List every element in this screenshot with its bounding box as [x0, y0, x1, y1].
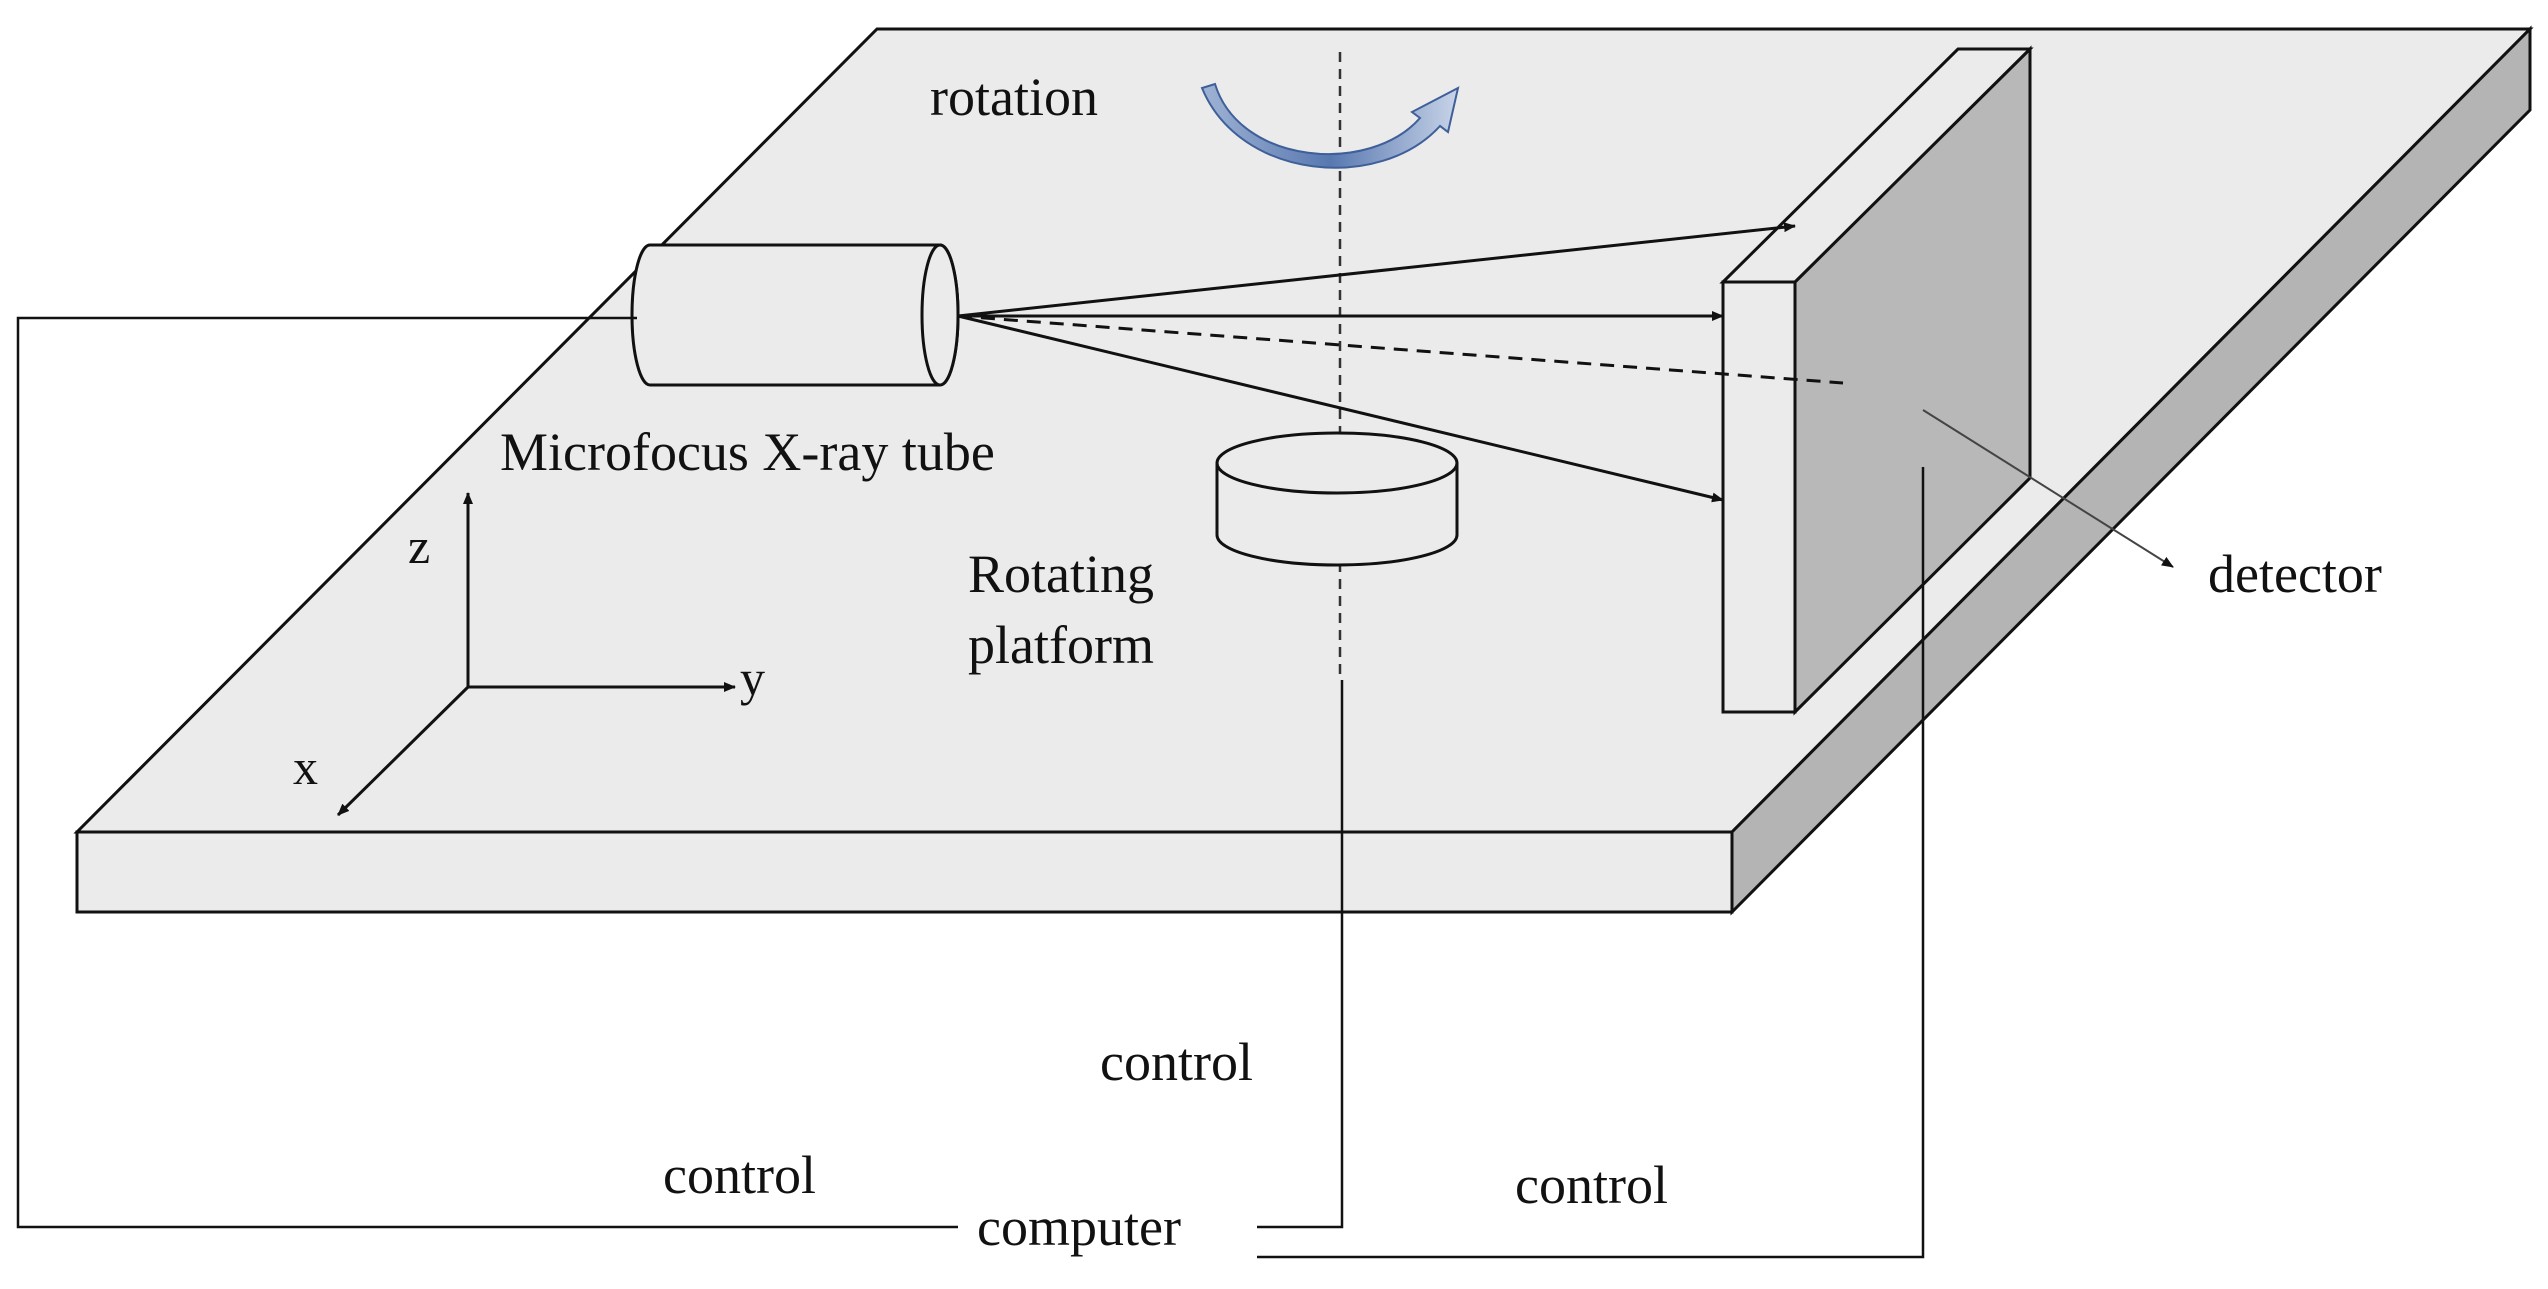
- detector-label: detector: [2208, 544, 2382, 604]
- platform-label-line2: platform: [968, 615, 1154, 675]
- control-label-platform: control: [1100, 1032, 1253, 1092]
- xray-tube: [630, 243, 960, 387]
- control-line-platform: [1257, 680, 1344, 1229]
- control-label-detector: control: [1515, 1155, 1668, 1215]
- control-line-tube: [16, 316, 958, 1229]
- xray-beams: [957, 222, 1844, 503]
- rotating-platform: [1215, 431, 1459, 567]
- table-front-edge: [75, 830, 1734, 914]
- coordinate-axes: [336, 492, 736, 817]
- rotation-arrow-icon: [1200, 82, 1460, 169]
- computer-label: computer: [977, 1197, 1181, 1257]
- control-label-tube: control: [663, 1145, 816, 1205]
- axis-y-label: y: [740, 650, 765, 706]
- rotation-label: rotation: [930, 67, 1098, 127]
- detector-pointer: [1922, 409, 2174, 568]
- platform-label-line1: Rotating: [968, 544, 1154, 604]
- control-lines: [16, 316, 1925, 1259]
- axis-x-label: x: [293, 739, 318, 795]
- xray-tube-label: Microfocus X-ray tube: [500, 422, 995, 482]
- axis-z-label: z: [408, 518, 430, 574]
- control-line-detector: [1257, 467, 1925, 1259]
- detector-side-face: [1721, 280, 1797, 714]
- table-side-edge: [1730, 25, 2532, 916]
